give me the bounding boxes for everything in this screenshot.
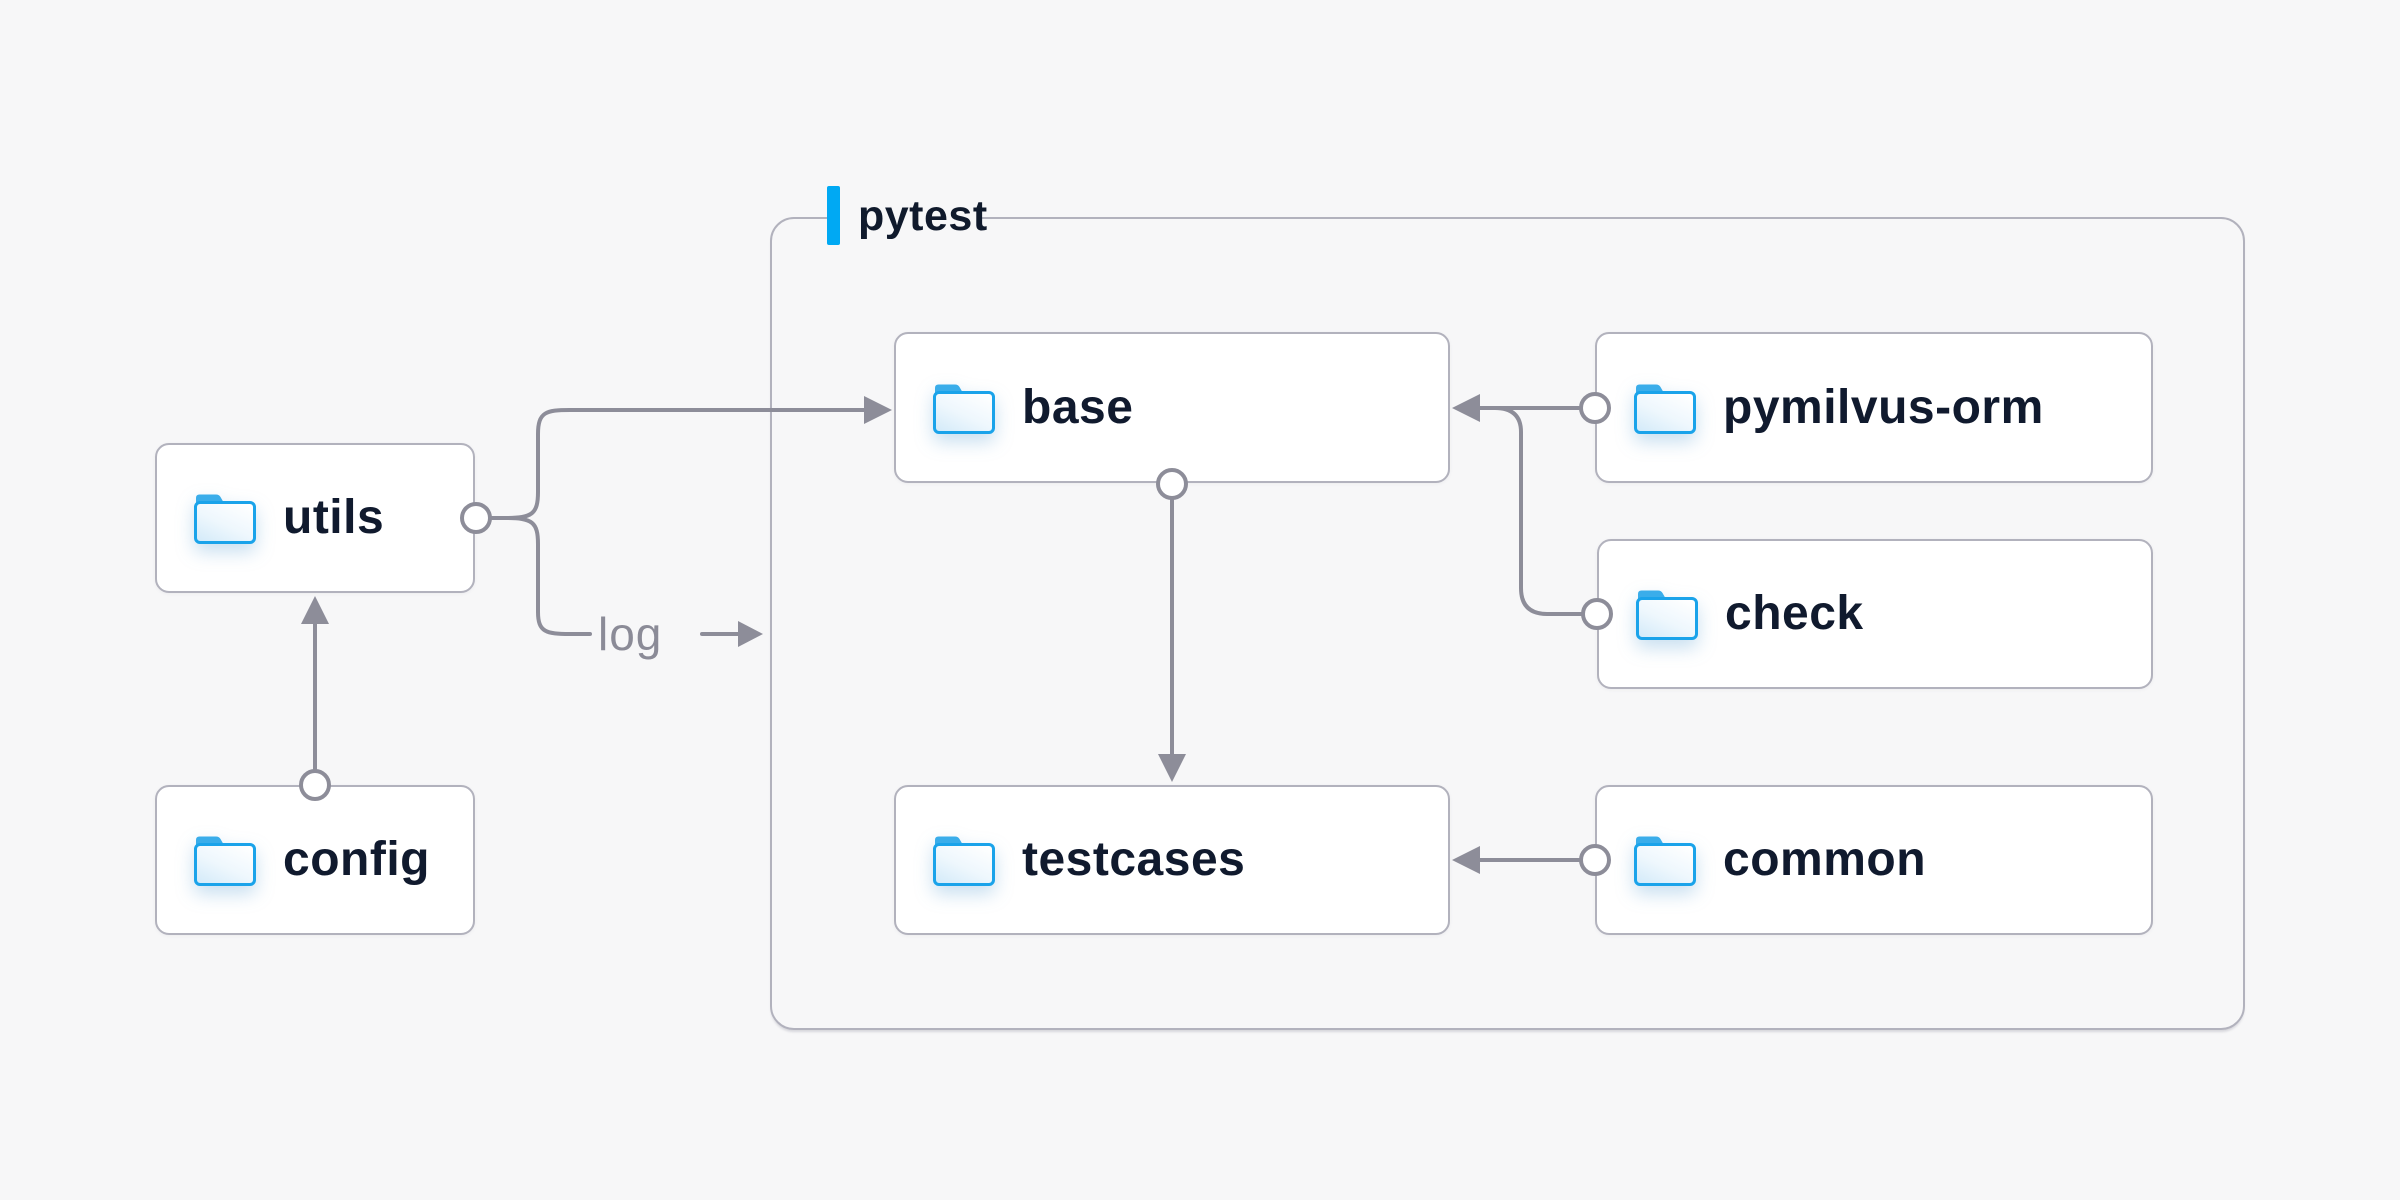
group-accent-bar [827, 186, 840, 245]
folder-icon [1634, 836, 1696, 886]
folder-icon [1634, 384, 1696, 434]
node-base: base [894, 332, 1450, 483]
node-label: config [283, 833, 430, 886]
edge-label-log: log [598, 608, 663, 660]
group-pytest [770, 217, 2245, 1030]
folder-icon [933, 384, 995, 434]
node-label: common [1723, 833, 1927, 886]
folder-icon [933, 836, 995, 886]
node-testcases: testcases [894, 785, 1450, 935]
node-label: pymilvus-orm [1723, 380, 2044, 434]
node-utils: utils [155, 443, 475, 593]
group-border-gap [840, 210, 980, 224]
node-label: base [1022, 380, 1134, 434]
folder-icon [194, 494, 256, 544]
folder-icon [194, 836, 256, 886]
edge-config-utils-arrowhead [301, 596, 329, 624]
node-label: testcases [1022, 833, 1246, 886]
node-label: check [1725, 587, 1864, 640]
node-pymilvus-orm: pymilvus-orm [1595, 332, 2153, 483]
edge-log-arrowhead [738, 621, 763, 647]
group-label: pytest [858, 191, 988, 240]
folder-icon [1636, 590, 1698, 640]
node-common: common [1595, 785, 2153, 935]
edge-utils-log-line [504, 516, 592, 636]
node-check: check [1597, 539, 2153, 689]
node-label: utils [283, 491, 385, 544]
node-config: config [155, 785, 475, 935]
